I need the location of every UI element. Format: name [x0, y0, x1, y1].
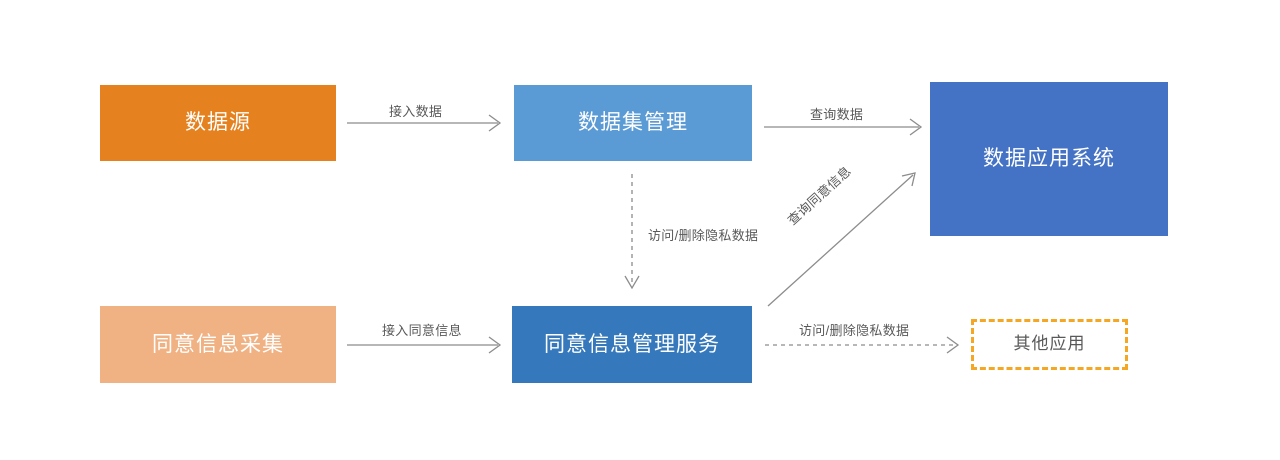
edge-label-ingest-data: 接入数据: [389, 104, 443, 119]
edge-label-privacy-data-bottom: 访问/删除隐私数据: [799, 323, 910, 338]
edge-label-privacy-data-middle: 访问/删除隐私数据: [648, 228, 759, 243]
node-data-application-system[interactable]: 数据应用系统: [930, 82, 1168, 236]
edge-label-query-data: 查询数据: [810, 107, 864, 122]
edge-query-consent: [767, 172, 916, 307]
edge-privacy-mid: [624, 174, 640, 290]
node-other-application[interactable]: 其他应用: [971, 319, 1128, 370]
edge-label-ingest-consent-info: 接入同意信息: [382, 323, 462, 338]
node-dataset-management[interactable]: 数据集管理: [514, 85, 752, 161]
node-consent-collection[interactable]: 同意信息采集: [100, 306, 336, 383]
node-consent-management-service[interactable]: 同意信息管理服务: [512, 306, 752, 383]
edge-privacy-bottom: [765, 336, 960, 354]
node-data-source[interactable]: 数据源: [100, 85, 336, 161]
edge-label-query-consent-info: 查询同意信息: [784, 163, 854, 228]
edge-ingest-consent: [347, 336, 502, 354]
